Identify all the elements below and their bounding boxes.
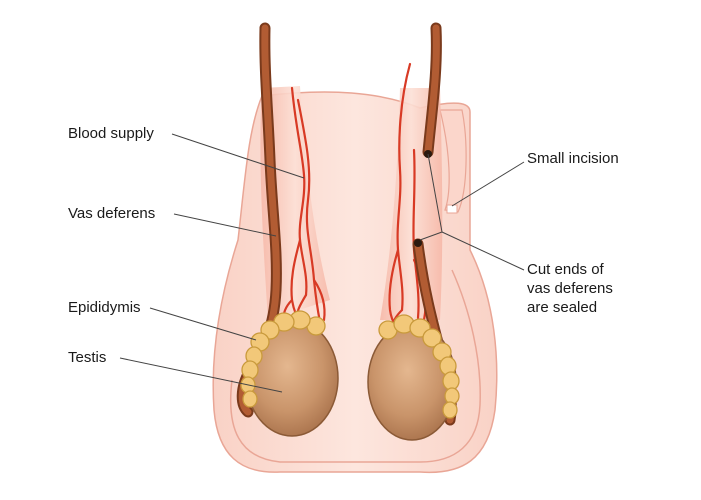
leader-cut-ends-main [441,231,525,271]
label-cut-ends-line-3: are sealed [527,299,598,316]
label-vas-deferens: Vas deferens [68,205,156,222]
leader-testis [119,357,283,393]
leader-cut-ends-upper [427,153,443,233]
leader-blood-supply [171,133,305,179]
incision-skin-flap [439,109,467,213]
label-small-incision: Small incision [527,150,619,167]
small-incision-mark [446,204,458,214]
label-blood-supply: Blood supply [68,125,154,142]
right-epididymis [378,314,460,419]
label-testis: Testis [68,349,107,366]
sealed-end-lower [414,239,422,247]
leader-small-incision [451,161,525,207]
left-epididymis [240,310,326,408]
label-cut-ends-line-1: Cut ends of [527,261,604,278]
leader-vas-deferens [173,213,277,237]
leader-lines [119,133,525,393]
label-cut-ends-line-2: vas deferens [527,280,613,297]
label-cut-ends: Cut ends of vas deferens are sealed [527,260,613,317]
leader-epididymis [149,307,257,341]
leader-cut-ends [419,231,443,241]
label-epididymis: Epididymis [68,299,141,316]
scrotum-inner-outline [229,269,481,463]
